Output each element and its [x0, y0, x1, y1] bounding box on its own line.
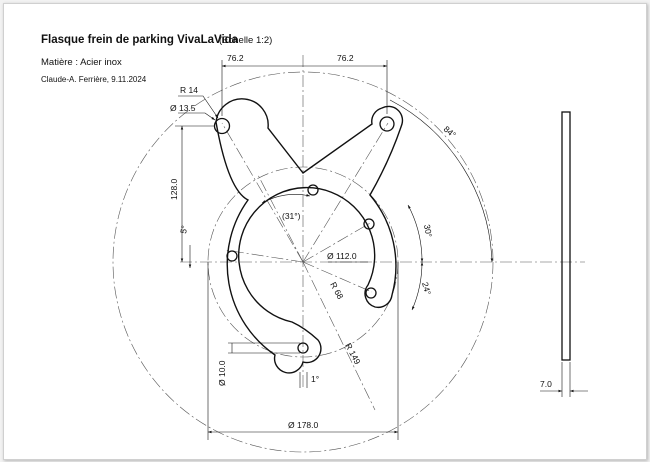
dim-bolt-circle: Ø 112.0 — [327, 251, 357, 261]
part-outline — [215, 98, 404, 374]
dim-spacing-right: 76.2 — [337, 53, 354, 63]
dim-thickness: 7.0 — [540, 379, 552, 389]
dim-height: 128.0 — [169, 178, 179, 200]
dimension-lines — [175, 60, 494, 440]
dim-spacing-left: 76.2 — [227, 53, 244, 63]
dim-overall-diameter: Ø 178.0 — [288, 420, 319, 430]
thickness-dim-lines — [540, 362, 588, 397]
dim-angle-30: 30° — [422, 224, 434, 238]
dim-angle-5: 5° — [178, 225, 189, 235]
drawing-sheet: Flasque frein de parking VivaLaVida (Ech… — [3, 3, 647, 460]
dim-radius-ear: R 14 — [180, 85, 198, 95]
dim-ear-hole-diameter: Ø 13.5 — [170, 103, 196, 113]
dim-angle-24: 24° — [420, 281, 433, 296]
side-view-plate — [561, 111, 571, 361]
dim-radius-outer: R 149 — [343, 341, 363, 366]
material-note: Matière : Acier inox — [41, 57, 122, 68]
dim-angle-top: (31°) — [282, 211, 301, 221]
holes — [213, 116, 395, 354]
author-date: Claude-A. Ferrière, 9.11.2024 — [41, 75, 147, 84]
dim-slot-hole-diameter: Ø 10.0 — [217, 360, 227, 386]
dim-radius-inner: R 68 — [328, 280, 345, 301]
dim-angle-total: 84° — [442, 124, 458, 140]
dim-angle-1: 1° — [311, 374, 319, 384]
drawing-title: Flasque frein de parking VivaLaVida — [41, 34, 239, 46]
drawing-scale: (Echelle 1:2) — [219, 35, 273, 46]
